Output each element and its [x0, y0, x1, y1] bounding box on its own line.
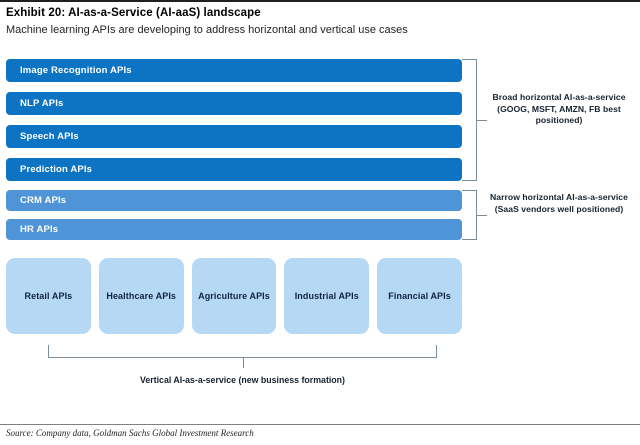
vertical-card-agriculture: Agriculture APIs [191, 258, 277, 334]
narrow-bar-crm: CRM APIs [6, 190, 462, 211]
vertical-card-healthcare: Healthcare APIs [98, 258, 184, 334]
page-title: Exhibit 20: AI-as-a-Service (AI-aaS) lan… [6, 7, 261, 19]
bar-label: NLP APIs [20, 98, 64, 109]
broad-bar-image-recognition: Image Recognition APIs [6, 59, 462, 82]
card-label: Financial APIs [388, 291, 451, 301]
bracket-arm-bottom [462, 239, 477, 240]
broad-bar-speech: Speech APIs [6, 125, 462, 148]
source-note: Source: Company data, Goldman Sachs Glob… [6, 428, 254, 438]
vertical-bracket [48, 345, 437, 368]
page-subtitle: Machine learning APIs are developing to … [6, 24, 408, 36]
broad-bar-prediction: Prediction APIs [6, 158, 462, 181]
vertical-card-financial: Financial APIs [377, 258, 462, 334]
broad-bracket [462, 59, 488, 181]
bar-label: Image Recognition APIs [20, 65, 132, 76]
bracket-pointer [476, 215, 487, 216]
bracket-stem-right [436, 345, 437, 358]
bar-label: HR APIs [20, 224, 59, 235]
card-label: Retail APIs [24, 291, 73, 301]
narrow-bar-hr: HR APIs [6, 219, 462, 240]
bracket-stem-left [48, 345, 49, 358]
card-label: Healthcare APIs [106, 291, 177, 301]
bar-label: Prediction APIs [20, 164, 93, 175]
narrow-annotation: Narrow horizontal AI-as-a-service (SaaS … [490, 192, 628, 214]
vertical-annotation: Vertical AI-as-a-service (new business f… [139, 375, 345, 385]
narrow-bracket [462, 190, 488, 240]
bracket-arm-bottom [462, 180, 477, 181]
bar-label: Speech APIs [20, 131, 79, 142]
top-rule [0, 0, 640, 2]
bracket-pointer [476, 120, 487, 121]
diagram-canvas: Image Recognition APIs NLP APIs Speech A… [0, 50, 640, 420]
broad-bar-nlp: NLP APIs [6, 92, 462, 115]
bracket-tick [242, 357, 244, 368]
vertical-card-industrial: Industrial APIs [284, 258, 370, 334]
footer-rule [0, 424, 640, 425]
card-label: Agriculture APIs [198, 291, 270, 301]
bracket-arm-top [462, 59, 477, 60]
exhibit-header: Exhibit 20: AI-as-a-Service (AI-aaS) lan… [6, 6, 566, 37]
broad-annotation: Broad horizontal AI-as-a-service (GOOG, … [492, 92, 626, 125]
vertical-card-retail: Retail APIs [6, 258, 91, 334]
bar-label: CRM APIs [20, 195, 67, 206]
vertical-card-row: Retail APIs Healthcare APIs Agriculture … [6, 258, 462, 334]
card-label: Industrial APIs [294, 291, 359, 301]
bracket-arm-top [462, 190, 477, 191]
